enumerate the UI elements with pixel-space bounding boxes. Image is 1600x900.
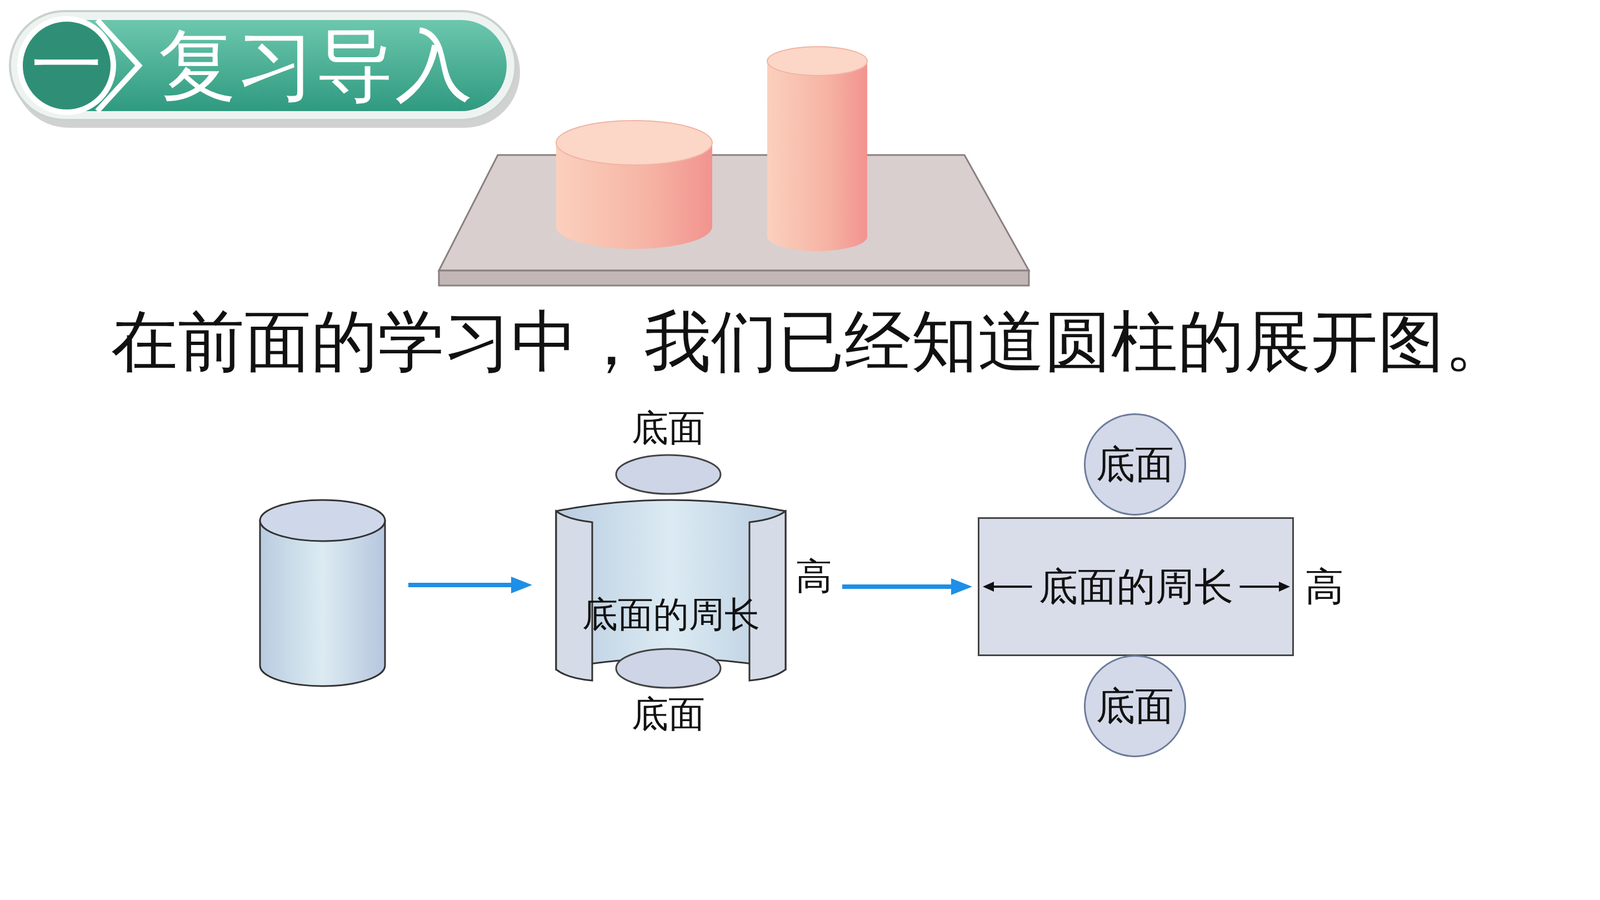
perimeter-label: 底面的周长 bbox=[582, 594, 760, 636]
height-label: 高 bbox=[795, 555, 833, 598]
ellipse-shape bbox=[615, 647, 722, 689]
cylinder bbox=[260, 500, 385, 687]
unfold-arrow bbox=[842, 578, 973, 595]
side-rectangle: 底面的周长高 bbox=[977, 517, 1294, 657]
ellipse-outline bbox=[616, 455, 721, 494]
intro-sentence: 在前面的学习中，我们已经知道圆柱的展开图。 bbox=[44, 300, 1578, 384]
base-circle: 底面 bbox=[1083, 413, 1187, 516]
base-circle: 底面 bbox=[1083, 655, 1187, 758]
ellipse-shape bbox=[615, 453, 722, 495]
table-illustration bbox=[438, 46, 1029, 286]
unfold-arrow bbox=[408, 576, 533, 594]
height-label: 高 bbox=[1305, 564, 1344, 610]
section-title: 复习导入 bbox=[158, 20, 474, 112]
base-ellipse: 底面 bbox=[615, 453, 722, 495]
perimeter-label: 底面的周长 bbox=[1038, 564, 1234, 610]
title-banner bbox=[10, 11, 520, 128]
face-label: 底面 bbox=[631, 693, 705, 736]
base-ellipse: 底面 bbox=[615, 647, 722, 689]
ellipse-outline bbox=[616, 648, 721, 688]
face-label: 底面 bbox=[1096, 442, 1174, 488]
face-label: 底面 bbox=[631, 407, 705, 450]
section-number: 一 bbox=[20, 23, 114, 107]
face-label: 底面 bbox=[1096, 683, 1174, 729]
